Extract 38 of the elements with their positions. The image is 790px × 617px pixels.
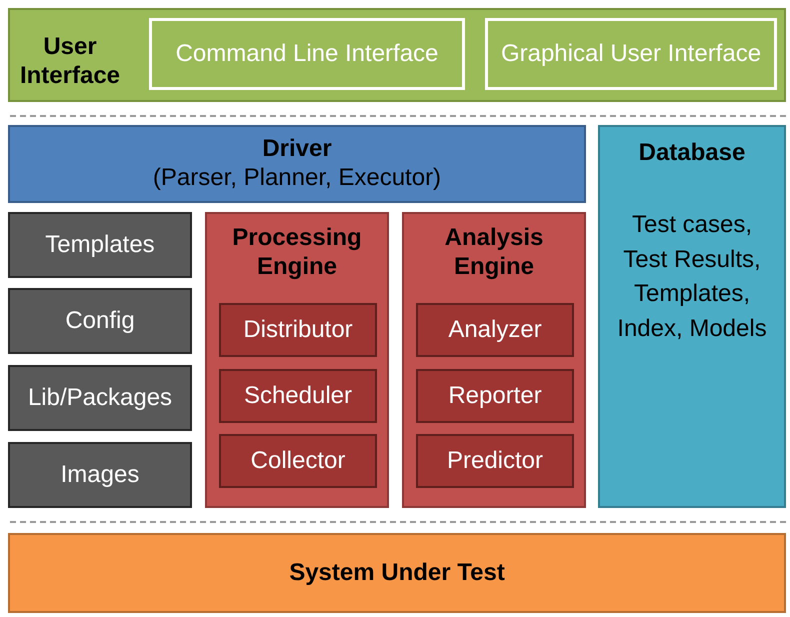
panel-description: Test cases, Test Results, Templates, Index, Models — [617, 210, 767, 344]
box-label: Analyzer — [448, 316, 542, 344]
interface-box — [149, 18, 465, 90]
box-label: Predictor — [446, 446, 544, 476]
box-label: Templates — [45, 230, 155, 260]
module-box — [416, 434, 574, 488]
layer-title: User Interface — [18, 33, 122, 91]
panel-title: Analysis Engine — [444, 224, 544, 282]
engine-panel — [205, 212, 389, 508]
box-label: Command Line Interface — [176, 40, 438, 68]
layer-title: System Under Test — [289, 558, 505, 588]
system-band — [8, 533, 786, 613]
resource-box — [8, 442, 192, 508]
interface-box — [485, 18, 777, 90]
resource-box — [8, 212, 192, 278]
box-label: Distributor — [243, 316, 353, 344]
resource-box — [8, 288, 192, 354]
module-box — [416, 303, 574, 357]
box-label: Collector — [250, 446, 346, 476]
module-box — [416, 369, 574, 423]
box-label: Lib/Packages — [28, 384, 172, 412]
box-label: Reporter — [448, 382, 542, 410]
box-label: Config — [65, 306, 135, 336]
box-label: Scheduler — [244, 382, 352, 410]
module-box — [219, 434, 377, 488]
box-label: Graphical User Interface — [500, 40, 762, 68]
layer-title: Driver — [262, 135, 332, 164]
layer-band — [8, 8, 786, 102]
layer-subtitle: (Parser, Planner, Executor) — [152, 164, 442, 193]
driver-band — [8, 125, 586, 203]
module-box — [219, 303, 377, 357]
box-label: Images — [60, 460, 140, 490]
engine-panel — [402, 212, 586, 508]
panel-title: Processing Engine — [231, 224, 363, 282]
database-panel — [598, 125, 786, 508]
panel-title: Database — [638, 139, 746, 168]
module-box — [219, 369, 377, 423]
resource-box — [8, 365, 192, 431]
